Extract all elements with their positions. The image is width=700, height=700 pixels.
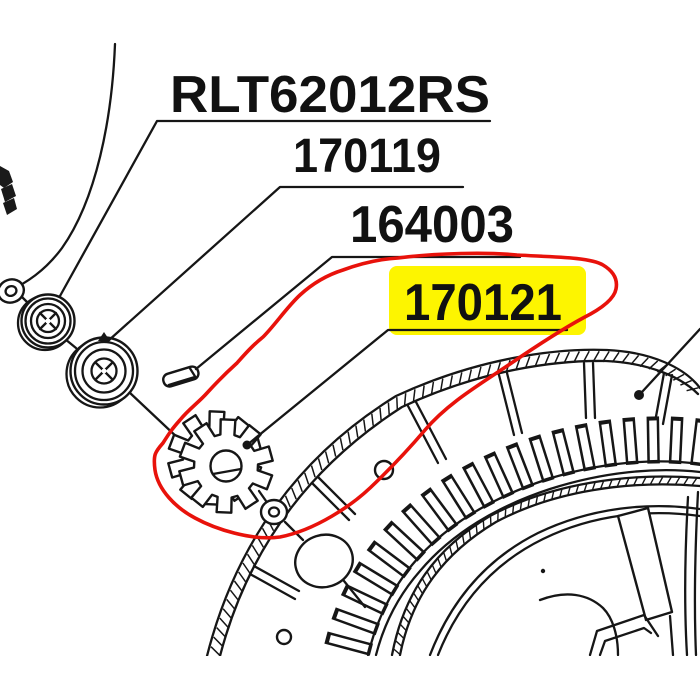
leader-170121-dot (242, 440, 252, 450)
wheel-pointer-dot (634, 390, 644, 400)
wheel-flange (588, 613, 660, 656)
fastener-fragment (0, 166, 17, 215)
leader-lines (58, 119, 522, 371)
leader-164003 (194, 255, 522, 371)
wheel-mount-hole-edge (342, 579, 367, 609)
pinion-bore-slot (211, 467, 243, 476)
leader-rlt62012rs (58, 119, 492, 298)
red-circle-annotation (152, 251, 619, 540)
wheel-hub-barrel-2 (693, 490, 700, 656)
leader-170121 (245, 328, 569, 447)
pulley-drawing (65, 332, 139, 409)
wheel-face-dot (540, 568, 546, 574)
rim-hatching (210, 350, 699, 656)
ring-hatching (392, 476, 698, 656)
partial-housing-arc (7, 42, 117, 293)
wheel-inner-arc-2 (436, 512, 700, 656)
callout-label-164003: 164003 (350, 196, 514, 254)
pinion-bore (209, 449, 243, 483)
washer-drawing (259, 498, 289, 526)
wheel-rim-outer-arc (205, 348, 700, 656)
highlight-mark (389, 266, 586, 335)
wheel-hub-barrel (684, 495, 690, 656)
wheel-drawing (205, 327, 700, 656)
bearing-drawing (16, 293, 76, 352)
wheel-flange-edge (598, 626, 653, 656)
callout-label-170121: 170121 (404, 274, 562, 332)
wheel-outer-spokes (248, 361, 674, 601)
wheel-face-hole (373, 459, 395, 481)
ring-gear-teeth (324, 416, 700, 656)
leader-170119 (106, 185, 465, 343)
callout-label-170119: 170119 (293, 130, 441, 183)
wheel-inner-spoke (616, 506, 674, 622)
callout-label-rlt62012rs: RLT62012RS (170, 66, 490, 124)
pinion-gear-drawing (167, 410, 274, 514)
wheel-mount-hole (294, 533, 354, 589)
wheel-hub-arc (538, 593, 620, 656)
ring-gear-teeth-root (366, 460, 700, 656)
small-washer-drawing (0, 278, 26, 304)
key-drawing (162, 365, 200, 388)
wheel-inner-spoke-edge (668, 614, 675, 656)
washer-hole (267, 506, 281, 518)
wheel-inner-arc (428, 505, 700, 656)
wheel-face-hole-2 (275, 628, 293, 646)
wheel-pointer-line (640, 327, 700, 394)
ring-inner-edge-2 (398, 483, 700, 656)
